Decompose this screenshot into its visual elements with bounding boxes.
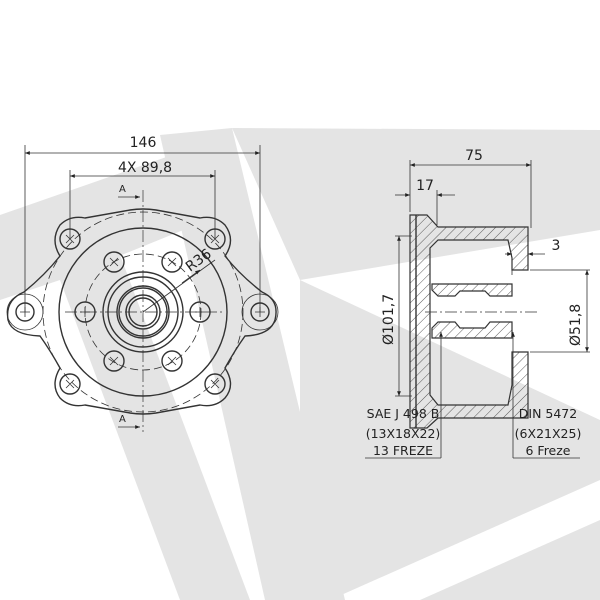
callout-left-line-1: SAE J 498 B [367,406,440,421]
front-view: 146 4X 89,8 A A R36 [6,135,279,432]
section-marker-bottom: A [119,414,126,425]
callout-left: SAE J 498 B (13X18X22) 13 FREZE [366,406,441,458]
housing-section [409,214,529,429]
section-marker-top: A [119,184,126,195]
dim-bore-diameter: Ø51,8 [568,304,584,346]
mounting-holes [6,228,279,395]
callout-right-line-1: DIN 5472 [519,406,577,421]
dim-step: 3 [552,238,561,254]
callout-left-line-2: (13X18X22) [366,426,441,441]
dim-bolt-spacing: 4X 89,8 [118,160,172,176]
flange-outline [6,208,277,415]
callout-right: DIN 5472 (6X21X25) 6 Freze [515,406,582,458]
callout-right-line-2: (6X21X25) [515,426,582,441]
dim-length: 75 [465,148,483,164]
dim-flange: 17 [416,178,434,194]
section-view: 75 17 Ø101,7 3 Ø51,8 [365,148,590,459]
watermark-logo [0,128,600,600]
dim-pilot-diameter: Ø101,7 [381,294,397,345]
dim-overall-width: 146 [130,135,157,151]
callout-left-line-3: 13 FREZE [373,443,433,458]
callout-right-line-3: 6 Freze [525,443,570,458]
shaft-section-bottom [431,321,513,339]
shaft-section-top [431,283,513,297]
